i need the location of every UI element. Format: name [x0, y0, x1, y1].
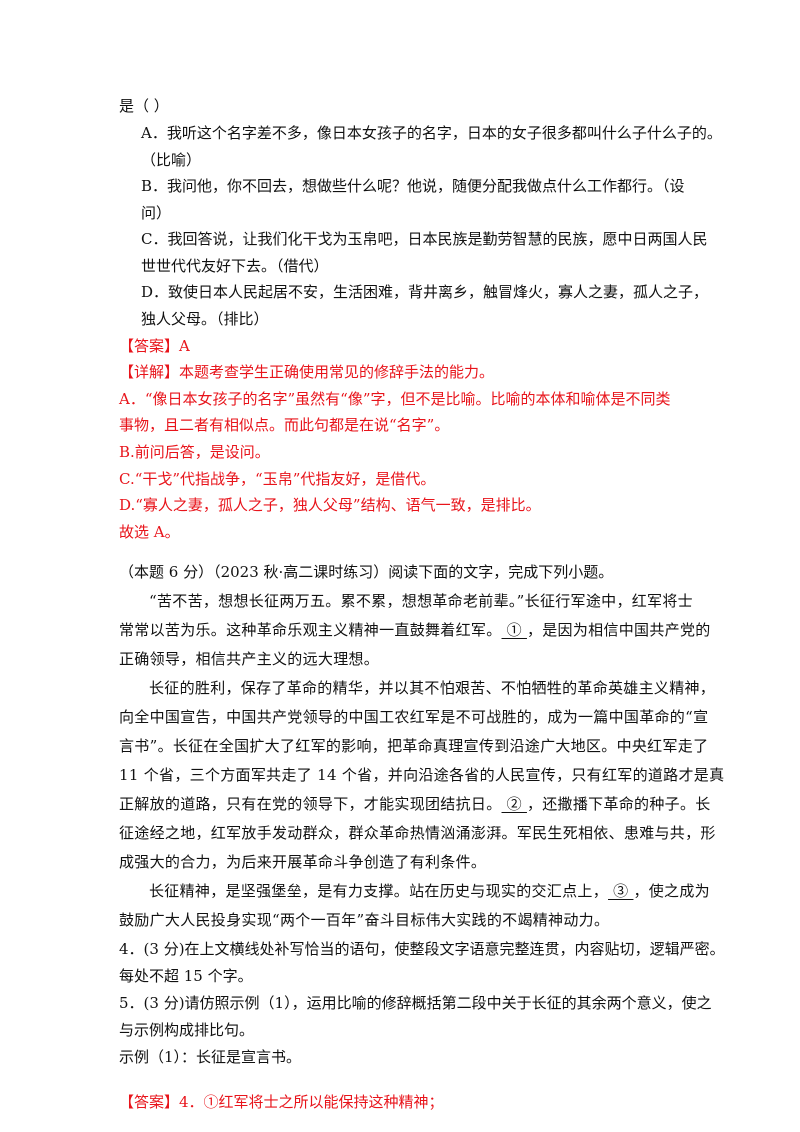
analysis-line-2: 事物，且二者有相似点。而此句都是在说“名字”。 — [119, 416, 450, 434]
answer2-line: 【答案】4．①红军将士之所以能保持这种精神； — [119, 1092, 444, 1112]
p1-line3: 正确领导，相信共产主义的远大理想。 — [119, 650, 380, 668]
option-c-line1: C．我回答说，让我们化干戈为玉帛吧，日本民族是勤劳智慧的民族，愿中日两国人民 — [141, 230, 708, 248]
p2-line4: 11 个省，三个方面军共走了 14 个省，并向沿途各省的人民宣传，只有红军的道路… — [119, 766, 725, 784]
q5-example: 示例（1）：长征是宣言书。 — [119, 1048, 302, 1066]
p2-line3: 言书”。长征在全国扩大了红军的影响，把革命真理宣传到沿途广大地区。中央红军走了 — [119, 737, 709, 755]
detail-line: 【详解】本题考查学生正确使用常见的修辞手法的能力。 — [119, 362, 494, 382]
p2-line5-pre: 正解放的道路，只有在党的领导下，才能实现团结抗日。 — [119, 795, 502, 813]
p2-line5-post: ，还撒播下革命的种子。长 — [526, 795, 711, 813]
analysis-line-4: C.“干戈”代指战争，“玉帛”代指友好，是借代。 — [119, 470, 436, 488]
analysis-line-3: B.前问后答，是设问。 — [119, 443, 270, 461]
blank-3: ③ — [608, 882, 634, 900]
passage-header: （本题 6 分）（2023 秋·高二课时练习）阅读下面的文字，完成下列小题。 — [119, 563, 614, 581]
q3-stem-end: 是（ ） — [119, 97, 169, 115]
p3-line1: 长征精神，是坚强堡垒，是有力支撑。站在历史与现实的交汇点上， ③ ，使之成为 — [149, 881, 710, 901]
answer-tag: 【答案】 — [119, 337, 180, 355]
option-d-line1: D．致使日本人民起居不安，生活困难，背井离乡，触冒烽火，寡人之妻，孤人之子， — [141, 283, 709, 301]
p3-line1-pre: 长征精神，是坚强堡垒，是有力支撑。站在历史与现实的交汇点上， — [149, 882, 609, 900]
p1-line2-post: ，是因为相信中国共产党的 — [526, 621, 711, 639]
p2-line6: 征途经之地，红军放手发动群众，群众革命热情汹涌澎湃。军民生死相依、患难与共，形 — [119, 824, 716, 842]
option-c-line2: 世世代代友好下去。（借代） — [141, 257, 329, 275]
detail-text: 本题考查学生正确使用常见的修辞手法的能力。 — [179, 363, 495, 381]
q4-line1: 4．(3 分)在上文横线处补写恰当的语句，使整段文字语意完整连贯，内容贴切，逻辑… — [119, 940, 725, 958]
q5-line1: 5．(3 分)请仿照示例（1），运用比喻的修辞概括第二段中关于长征的其余两个意义… — [119, 994, 712, 1012]
answer2-tag: 【答案】 — [119, 1093, 180, 1111]
option-b-line2: 问） — [141, 204, 172, 222]
option-b-line1: B．我问他，你不回去，想做些什么呢？他说，随便分配我做点什么工作都行。（设 — [141, 177, 685, 195]
answer2-text: 4．①红军将士之所以能保持这种精神； — [179, 1093, 444, 1111]
p2-line2: 向全中国宣告，中国共产党领导的中国工农红军是不可战胜的，成为一篇中国革命的“宣 — [119, 708, 709, 726]
option-a-line1: A．我听这个名字差不多，像日本女孩子的名字，日本的女子很多都叫什么子什么子的。 — [141, 124, 722, 142]
p2-line1: 长征的胜利，保存了革命的精华，并以其不怕艰苦、不怕牺牲的革命英雄主义精神， — [149, 679, 716, 697]
q5-line2: 与示例构成排比句。 — [119, 1021, 255, 1039]
option-d-line2: 独人父母。（排比） — [141, 310, 269, 328]
analysis-line-6: 故选 A。 — [119, 523, 180, 541]
p3-line2: 鼓励广大人民投身实现“两个一百年”奋斗目标伟大实践的不竭精神动力。 — [119, 911, 610, 929]
answer-line: 【答案】A — [119, 336, 190, 356]
analysis-line-5: D.“寡人之妻，孤人之子，独人父母”结构、语气一致，是排比。 — [119, 496, 541, 514]
blank-2: ② — [501, 795, 527, 813]
option-a-line2: （比喻） — [141, 151, 202, 169]
p3-line1-post: ，使之成为 — [633, 882, 710, 900]
blank-1: ① — [501, 621, 527, 639]
q4-line2: 每处不超 15 个字。 — [119, 967, 253, 985]
p1-line2: 常常以苦为乐。这种革命乐观主义精神一直鼓舞着红军。 ① ，是因为相信中国共产党的 — [119, 620, 711, 640]
answer-value: A — [179, 337, 190, 355]
p2-line5: 正解放的道路，只有在党的领导下，才能实现团结抗日。 ② ，还撒播下革命的种子。长 — [119, 794, 711, 814]
p1-line1: “苦不苦，想想长征两万五。累不累，想想革命老前辈。”长征行军途中，红军将士 — [149, 592, 693, 610]
p1-line2-pre: 常常以苦为乐。这种革命乐观主义精神一直鼓舞着红军。 — [119, 621, 502, 639]
detail-tag: 【详解】 — [119, 363, 180, 381]
analysis-line-1: A．“像日本女孩子的名字”虽然有“像”字，但不是比喻。比喻的本体和喻体是不同类 — [119, 390, 671, 408]
p2-line7: 成强大的合力，为后来开展革命斗争创造了有利条件。 — [119, 853, 487, 871]
